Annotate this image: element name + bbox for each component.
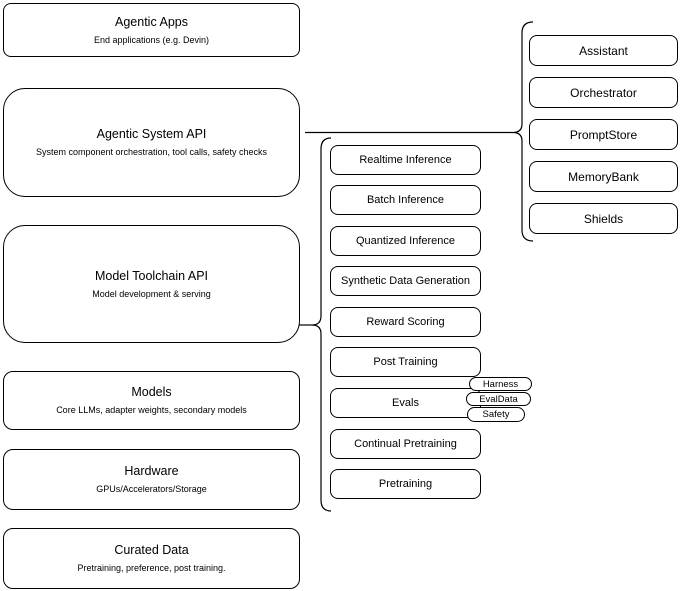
box-subtitle: System component orchestration, tool cal… (35, 147, 268, 157)
box-post-training: Post Training (330, 347, 481, 377)
box-synthetic-data-generation: Synthetic Data Generation (330, 266, 481, 296)
box-promptstore: PromptStore (529, 119, 678, 150)
box-label: Assistant (579, 43, 628, 58)
box-label: Realtime Inference (359, 154, 452, 166)
box-label: Synthetic Data Generation (340, 275, 471, 287)
box-orchestrator: Orchestrator (529, 77, 678, 108)
box-curated-data: Curated Data Pretraining, preference, po… (3, 528, 300, 589)
box-reward-scoring: Reward Scoring (330, 307, 481, 337)
box-subtitle: Pretraining, preference, post training. (77, 563, 226, 573)
pill-harness: Harness (469, 377, 532, 391)
box-label: MemoryBank (568, 169, 639, 184)
box-label: Shields (583, 211, 624, 226)
pill-evaldata: EvalData (466, 392, 531, 406)
box-label: Pretraining (378, 478, 433, 490)
box-continual-pretraining: Continual Pretraining (330, 429, 481, 459)
box-label: Batch Inference (366, 194, 445, 206)
box-subtitle: Core LLMs, adapter weights, secondary mo… (56, 405, 247, 415)
box-subtitle: End applications (e.g. Devin) (93, 34, 210, 45)
box-memorybank: MemoryBank (529, 161, 678, 192)
box-title: Hardware (124, 464, 179, 478)
box-realtime-inference: Realtime Inference (330, 145, 481, 175)
box-title: Curated Data (114, 543, 189, 557)
box-agentic-system-api: Agentic System API System component orch… (3, 88, 300, 197)
box-title: Models (131, 385, 172, 399)
box-title: Model Toolchain API (94, 268, 209, 283)
box-label: PromptStore (569, 127, 638, 142)
box-pretraining: Pretraining (330, 469, 481, 499)
box-subtitle: GPUs/Accelerators/Storage (96, 484, 207, 494)
box-subtitle: Model development & serving (92, 288, 211, 299)
box-label: Continual Pretraining (354, 438, 457, 450)
box-batch-inference: Batch Inference (330, 185, 481, 215)
box-title: Agentic System API (96, 127, 207, 141)
box-title: Agentic Apps (115, 14, 188, 29)
box-shields: Shields (529, 203, 678, 234)
box-label: Evals (392, 397, 419, 409)
box-label: Quantized Inference (355, 235, 456, 247)
box-agentic-apps: Agentic Apps End applications (e.g. Devi… (3, 3, 300, 57)
box-model-toolchain-api: Model Toolchain API Model development & … (3, 225, 300, 343)
brace-toolchain (311, 137, 332, 512)
pill-label: EvalData (479, 393, 518, 405)
box-assistant: Assistant (529, 35, 678, 66)
pill-label: Harness (482, 378, 519, 390)
pill-safety: Safety (467, 407, 525, 422)
pill-label: Safety (482, 409, 510, 420)
box-label: Post Training (373, 356, 438, 368)
box-evals: Evals (330, 388, 481, 418)
box-models: Models Core LLMs, adapter weights, secon… (3, 371, 300, 430)
brace-system-components (512, 21, 534, 242)
box-quantized-inference: Quantized Inference (330, 226, 481, 256)
box-label: Orchestrator (570, 85, 637, 100)
box-hardware: Hardware GPUs/Accelerators/Storage (3, 449, 300, 510)
box-label: Reward Scoring (366, 316, 445, 328)
